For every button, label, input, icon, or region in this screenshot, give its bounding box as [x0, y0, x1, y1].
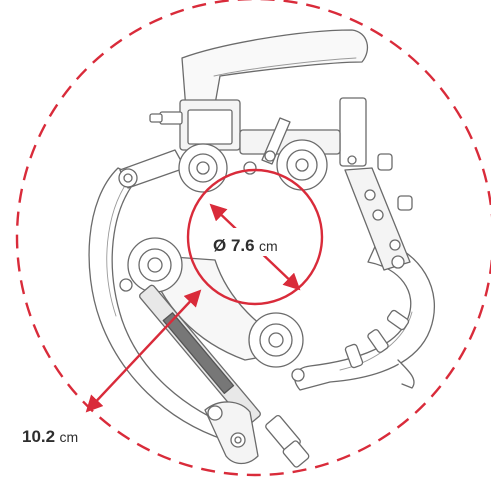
inner-diameter-value: Ø 7.6 — [213, 236, 255, 255]
inner-diameter-label: Ø 7.6 cm — [213, 236, 278, 256]
annotation-overlay — [15, 0, 491, 477]
outer-diameter-value: 10.2 — [22, 427, 56, 446]
radius-arrow-icon — [85, 289, 202, 413]
top-handle — [181, 29, 369, 111]
inner-diameter-unit: cm — [259, 238, 278, 254]
inner-capacity-circle — [186, 168, 324, 306]
outer-diameter-unit: cm — [59, 429, 79, 445]
outer-capacity-circle — [15, 0, 491, 477]
outer-diameter-label: 10.2 cm — [20, 427, 81, 447]
